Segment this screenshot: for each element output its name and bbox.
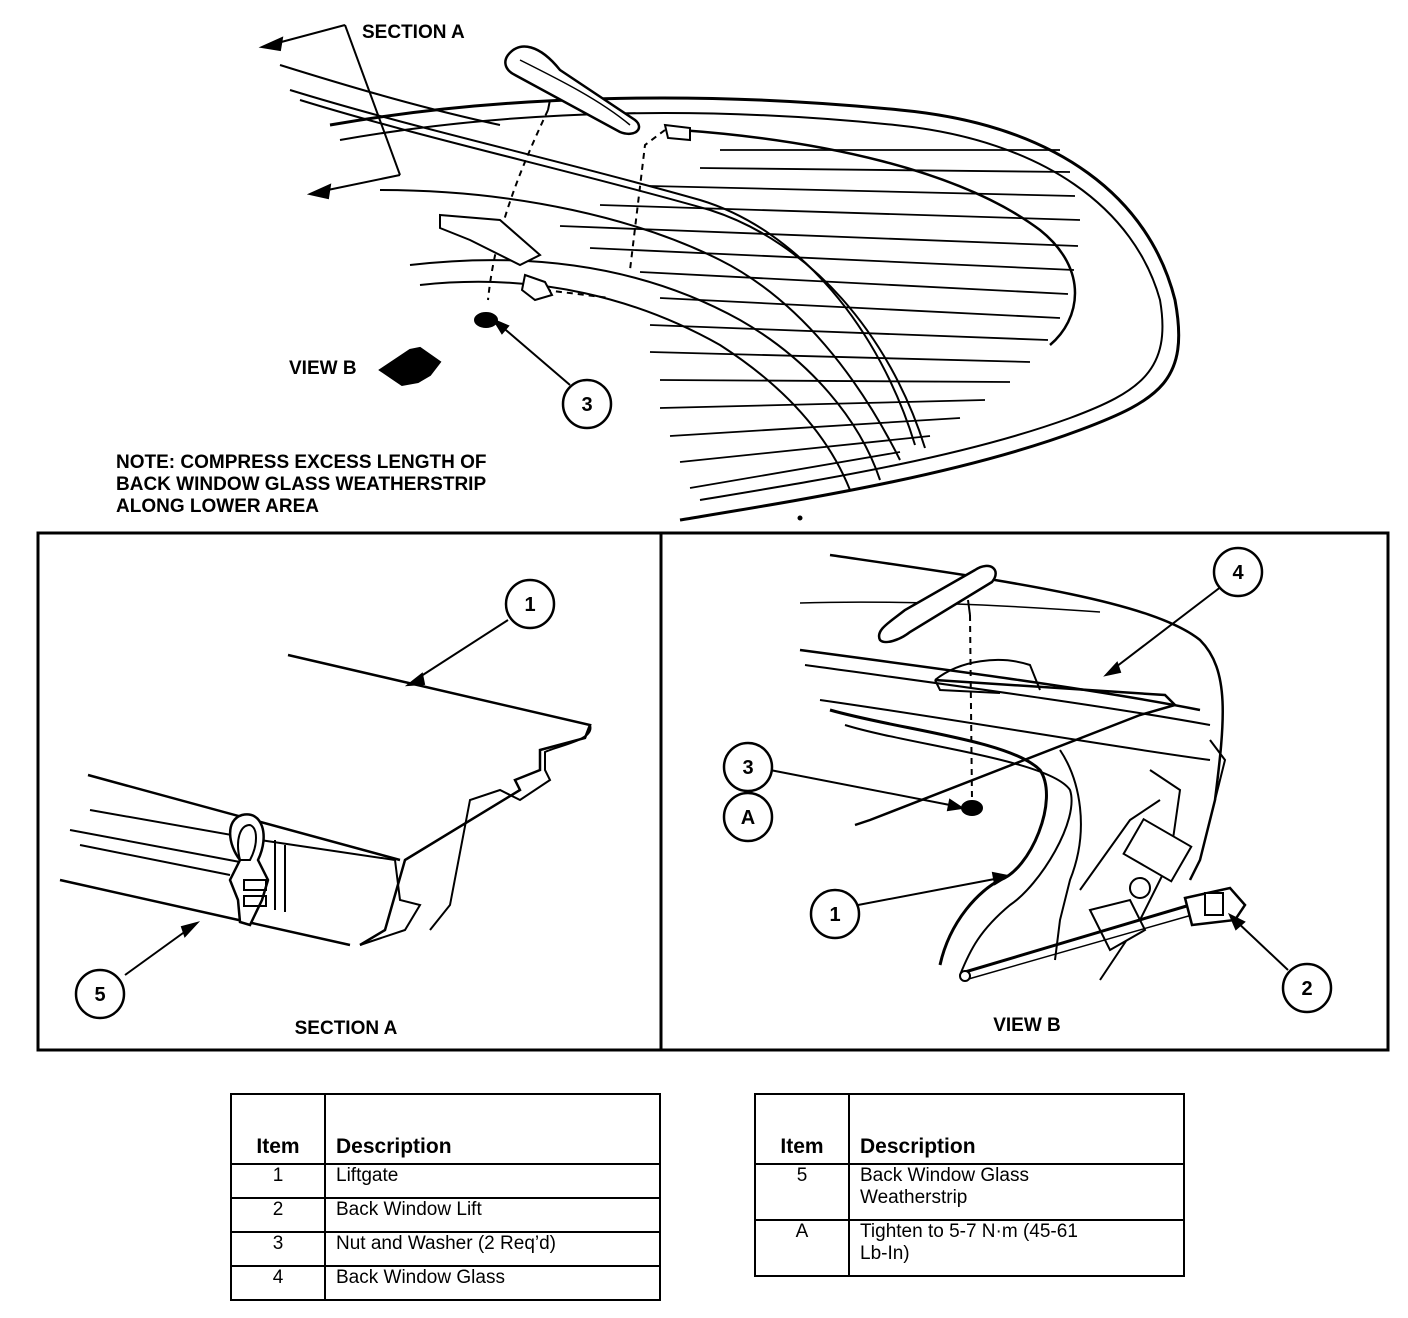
glass-hatching xyxy=(559,149,1081,489)
legend-row: 4 Back Window Glass xyxy=(230,1265,661,1301)
legend-header-description: Description xyxy=(848,1093,1185,1165)
legend-item: A xyxy=(754,1219,850,1277)
svg-text:1: 1 xyxy=(829,904,840,926)
view-b-caption: VIEW B xyxy=(993,1015,1061,1036)
svg-text:A: A xyxy=(741,807,755,829)
svg-text:3: 3 xyxy=(581,394,592,416)
legend-header-item: Item xyxy=(230,1093,326,1165)
svg-text:1: 1 xyxy=(524,594,535,616)
note-line: NOTE: COMPRESS EXCESS LENGTH OF xyxy=(116,452,487,473)
legend-item: 1 xyxy=(230,1163,326,1199)
legend-description-line: Weatherstrip xyxy=(860,1187,968,1208)
detail-frame xyxy=(36,531,1390,1052)
legend-item: 2 xyxy=(230,1197,326,1233)
legend-description: Tighten to 5-7 N·m (45-61 Lb-In) xyxy=(848,1219,1185,1277)
legend-header-description: Description xyxy=(324,1093,661,1165)
legend-description-line: Tighten to 5-7 N·m (45-61 xyxy=(860,1221,1078,1242)
legend-item: 5 xyxy=(754,1163,850,1221)
legend-header-item: Item xyxy=(754,1093,850,1165)
section-a-caption: SECTION A xyxy=(295,1018,398,1039)
note-line: ALONG LOWER AREA xyxy=(116,496,320,517)
svg-text:4: 4 xyxy=(1232,562,1244,584)
legend-description: Back Window Glass Weatherstrip xyxy=(848,1163,1185,1221)
parts-legend-right: Item Description 5 Back Window Glass Wea… xyxy=(754,1093,1185,1277)
legend-row: 1 Liftgate xyxy=(230,1163,661,1199)
legend-row: 3 Nut and Washer (2 Req’d) xyxy=(230,1231,661,1267)
callout-top-3: 3 xyxy=(561,378,613,430)
legend-item: 3 xyxy=(230,1231,326,1267)
legend-description: Back Window Glass xyxy=(324,1265,661,1301)
section-a-arrows xyxy=(258,24,401,200)
weatherstrip-note: NOTE: COMPRESS EXCESS LENGTH OF BACK WIN… xyxy=(116,452,576,518)
overview-illustration xyxy=(258,24,1181,522)
legend-description: Nut and Washer (2 Req’d) xyxy=(324,1231,661,1267)
legend-row: 5 Back Window Glass Weatherstrip xyxy=(754,1163,1185,1221)
parts-legend-left: Item Description 1 Liftgate 2 Back Windo… xyxy=(230,1093,661,1301)
section-a-illustration xyxy=(59,619,592,976)
callout-view-4: 4 xyxy=(1212,546,1264,598)
view-b-arrow xyxy=(378,346,442,387)
section-a-label: SECTION A xyxy=(362,22,465,43)
callout-view-a: A xyxy=(722,791,774,843)
callout-view-1: 1 xyxy=(809,888,861,940)
callout-view-3: 3 xyxy=(722,741,774,793)
svg-text:5: 5 xyxy=(94,984,105,1006)
callout-section-1: 1 xyxy=(504,578,556,630)
svg-text:3: 3 xyxy=(742,757,753,779)
view-b-label: VIEW B xyxy=(289,358,357,379)
legend-description-line: Back Window Glass xyxy=(860,1165,1029,1186)
callout-section-5: 5 xyxy=(74,968,126,1020)
note-line: BACK WINDOW GLASS WEATHERSTRIP xyxy=(116,474,487,495)
svg-text:2: 2 xyxy=(1301,978,1312,1000)
legend-description: Back Window Lift xyxy=(324,1197,661,1233)
legend-row: A Tighten to 5-7 N·m (45-61 Lb-In) xyxy=(754,1219,1185,1277)
legend-description-line: Lb-In) xyxy=(860,1243,910,1264)
view-b-illustration xyxy=(769,553,1289,982)
legend-item: 4 xyxy=(230,1265,326,1301)
legend-row: 2 Back Window Lift xyxy=(230,1197,661,1233)
legend-description: Liftgate xyxy=(324,1163,661,1199)
callout-view-2: 2 xyxy=(1281,962,1333,1014)
